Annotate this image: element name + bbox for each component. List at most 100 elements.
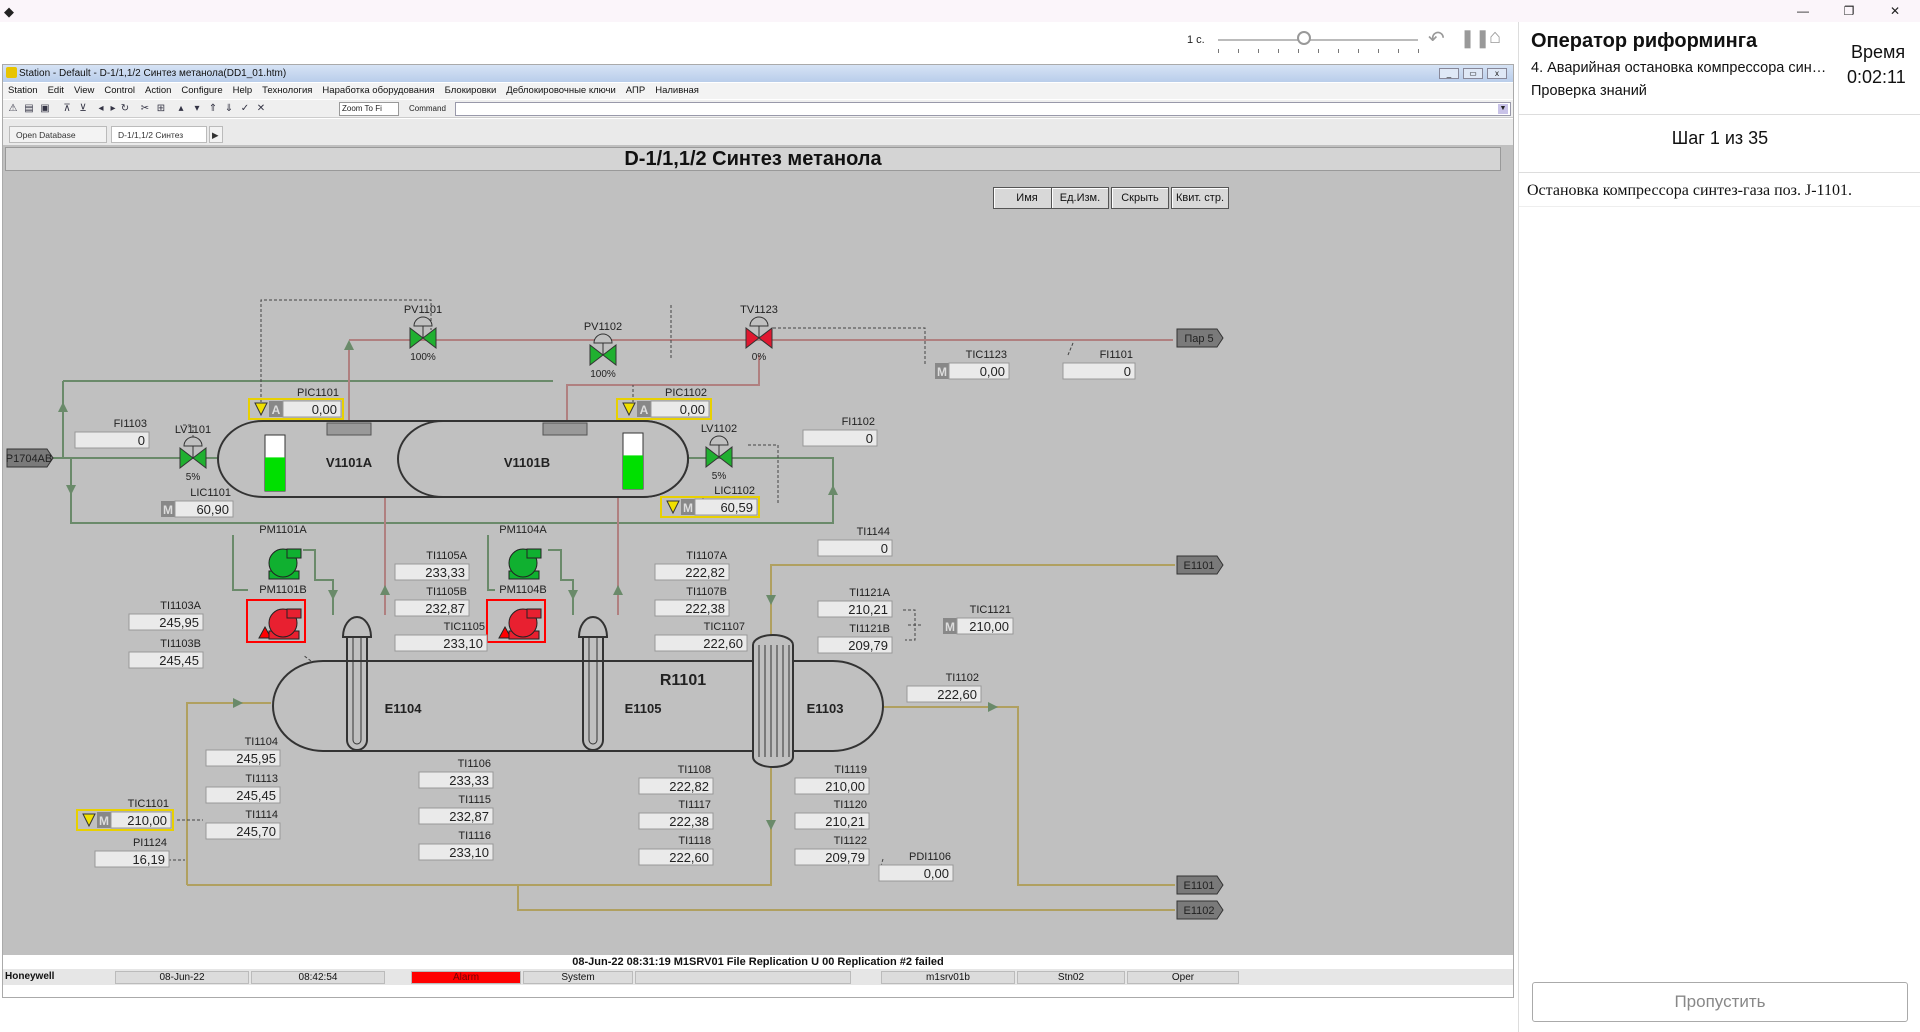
menu-item-6[interactable]: Help: [232, 85, 253, 96]
indicator-value-box: [205, 822, 281, 840]
units-button[interactable]: Ед.Изм.: [1051, 187, 1109, 209]
indicator-value: 209,79: [825, 850, 865, 865]
alarm-indicator[interactable]: Alarm: [411, 971, 521, 984]
controller-value-box: [956, 617, 1014, 635]
menu-item-9[interactable]: Блокировки: [444, 85, 497, 96]
indicator-tag: TI1114: [245, 809, 278, 821]
menu-item-5[interactable]: Configure: [181, 85, 223, 96]
system-indicator[interactable]: System: [523, 971, 633, 984]
speed-slider-knob[interactable]: [1297, 31, 1311, 45]
demister-pad: [542, 422, 588, 436]
skip-button[interactable]: Пропустить: [1532, 982, 1908, 1022]
signal-line: [183, 424, 194, 447]
slider-tick: [1338, 49, 1339, 53]
menu-item-12[interactable]: Наливная: [655, 85, 699, 96]
home-icon[interactable]: ⌂: [1489, 26, 1502, 48]
minimize-button[interactable]: —: [1797, 4, 1809, 18]
menu-item-2[interactable]: View: [73, 85, 95, 96]
menu-item-0[interactable]: Station: [8, 85, 38, 96]
tab-database-report[interactable]: Open Database Report: [9, 126, 107, 156]
slider-tick: [1418, 49, 1419, 53]
menu-item-4[interactable]: Action: [145, 85, 172, 96]
menu-item-11[interactable]: АПР: [625, 85, 646, 96]
pipe-green: [548, 549, 574, 615]
menu-item-7[interactable]: Технология: [262, 85, 313, 96]
menu-item-8[interactable]: Наработка оборудования: [322, 85, 435, 96]
controller-mode: M: [99, 814, 109, 828]
chevron-down-icon[interactable]: ▼: [1498, 104, 1508, 114]
toolbar-silence-icon[interactable]: ⊼: [63, 103, 71, 114]
controller-mode: M: [163, 503, 173, 517]
indicator-value-box: [128, 613, 204, 631]
toolbar-check-icon[interactable]: ✓: [240, 103, 250, 114]
scenario-title: 4. Аварийная остановка компрессора синте…: [1531, 60, 1831, 76]
tab-methanol[interactable]: D-1/1,1/2 Синтез метанола: [111, 126, 207, 156]
u-tube: [582, 635, 604, 751]
toolbar-lower-icon[interactable]: ⇓: [224, 103, 234, 114]
station-menu: Station Edit View Control Action Configure Hel…: [3, 83, 1513, 99]
tab-scroll-button[interactable]: ▶: [209, 126, 223, 143]
maximize-button[interactable]: ❐: [1843, 4, 1855, 18]
indicator-value: 222,60: [669, 850, 709, 865]
alarm-icon: [666, 500, 680, 515]
status-empty: [635, 971, 851, 984]
controller-value: 0,00: [680, 402, 705, 417]
controller-value: 60,59: [720, 500, 753, 515]
hide-button[interactable]: Скрыть: [1111, 187, 1169, 209]
toolbar-down-icon[interactable]: ▾: [194, 103, 200, 114]
offpage-connector: [1176, 555, 1224, 575]
controller-value: 0,00: [980, 364, 1005, 379]
toolbar-display-icon[interactable]: ▣: [40, 103, 50, 114]
close-button[interactable]: ✕: [1889, 4, 1901, 18]
indicator-value-box: [205, 749, 281, 767]
indicator-value-box: [394, 634, 488, 652]
elapsed-time: 0:02:11: [1847, 67, 1906, 87]
pump-outlet: [286, 608, 302, 619]
actuator-icon: [183, 436, 203, 447]
signal-line: [1067, 342, 1074, 356]
name-button[interactable]: Имя: [993, 187, 1061, 209]
station-restore-button[interactable]: ▭: [1463, 68, 1483, 79]
controller-mode: M: [945, 620, 955, 634]
pipe-green: [303, 549, 334, 615]
menu-item-1[interactable]: Edit: [47, 85, 64, 96]
zoom-select[interactable]: Zoom To Fi: [339, 102, 399, 116]
u-tube: [352, 635, 362, 745]
indicator-value: 232,87: [425, 601, 465, 616]
toolbar-print-icon[interactable]: ▤: [24, 103, 34, 114]
station-close-button[interactable]: x: [1487, 68, 1507, 79]
menu-item-10[interactable]: Деблокировочные ключи: [506, 85, 616, 96]
toolbar-tool2-icon[interactable]: ⊞: [156, 103, 166, 114]
indicator-value: 245,45: [159, 653, 199, 668]
pause-icon[interactable]: ❚❚: [1460, 28, 1491, 48]
exchanger-label: E1105: [625, 701, 662, 716]
toolbar-ack-icon[interactable]: ⊻: [79, 103, 87, 114]
undo-icon[interactable]: ↶: [1428, 28, 1445, 50]
pipe-water: [770, 564, 1175, 645]
station-minimize-button[interactable]: _: [1439, 68, 1459, 79]
offpage-label: Пар 5: [1184, 333, 1213, 345]
menu-item-3[interactable]: Control: [104, 85, 135, 96]
toolbar-back-icon[interactable]: ◂: [98, 103, 104, 114]
offpage-label: E1101: [1184, 560, 1215, 572]
acknowledge-page-button[interactable]: Квит. стр.: [1171, 187, 1229, 209]
signal-line: [748, 444, 779, 505]
toolbar-refresh-icon[interactable]: ↻: [120, 103, 130, 114]
controller-value: 60,90: [196, 502, 229, 517]
toolbar-forward-icon[interactable]: ▸: [110, 103, 116, 114]
indicator-value: 245,95: [236, 751, 276, 766]
pump-alarm-box: [486, 599, 546, 643]
indicator-tag: TI1107A: [686, 550, 727, 562]
command-input[interactable]: ▼: [455, 102, 1511, 116]
speed-slider[interactable]: [1218, 39, 1418, 41]
toolbar-alarm-icon[interactable]: ⚠: [8, 103, 18, 114]
toolbar-up-icon[interactable]: ▴: [178, 103, 184, 114]
controller-alarm-frame: [616, 398, 712, 420]
indicator-value-box: [817, 636, 893, 654]
exchanger-label: E1104: [385, 701, 423, 716]
toolbar-raise-icon[interactable]: ⇑: [208, 103, 218, 114]
toolbar-tool-icon[interactable]: ✂: [140, 103, 150, 114]
toolbar-cancel-icon[interactable]: ✕: [256, 103, 266, 114]
controller-value-box: [948, 362, 1010, 380]
